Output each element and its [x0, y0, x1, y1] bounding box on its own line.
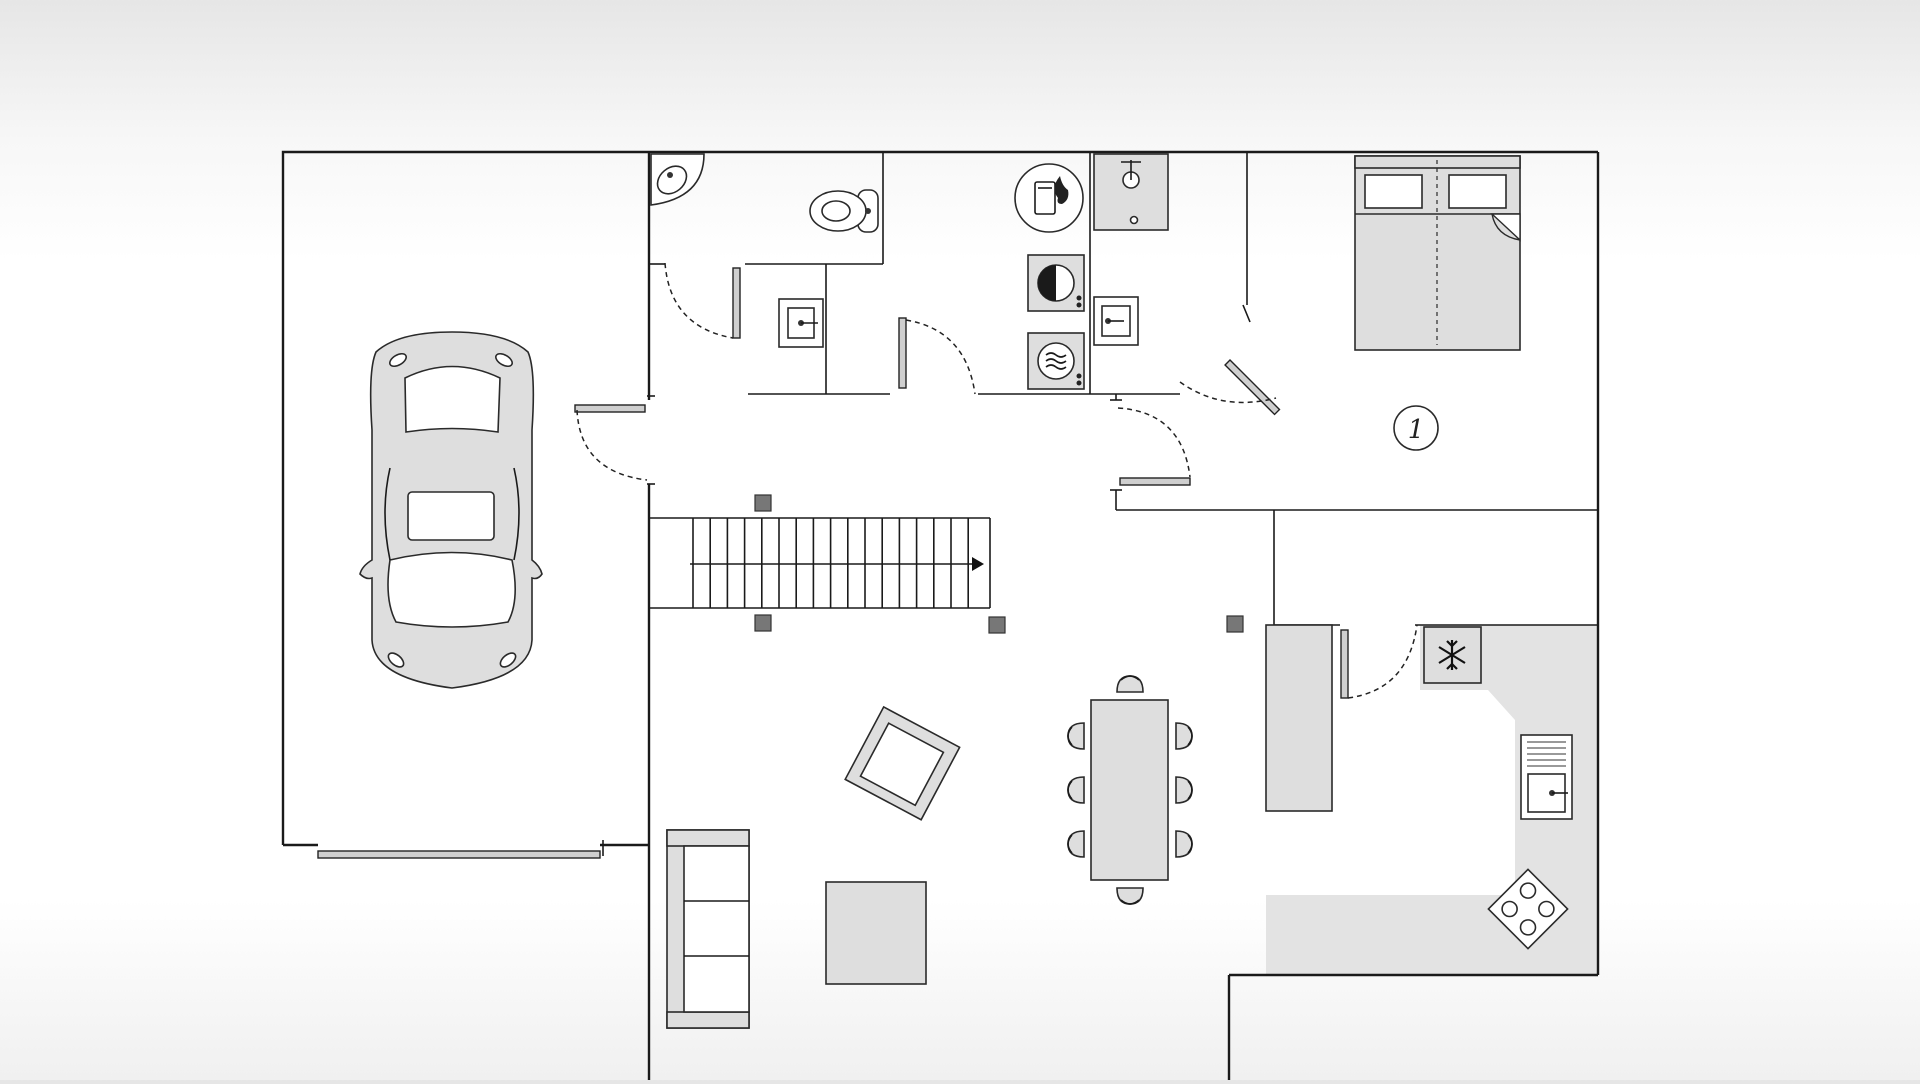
- snowflake-icon: [1438, 640, 1466, 670]
- boiler-flame-icon: [1054, 176, 1069, 204]
- dining-chair: [1175, 830, 1193, 858]
- boiler: [1014, 163, 1084, 233]
- dining-chairs: [1067, 675, 1193, 905]
- shower: [1093, 153, 1169, 231]
- stove-burners-icon: [1487, 868, 1569, 950]
- armchair: [844, 705, 961, 821]
- coffee-table: [825, 881, 927, 985]
- double-bed: [1354, 155, 1521, 351]
- staircase: [692, 518, 970, 608]
- door-bedroom: [1224, 359, 1281, 416]
- pillar: [988, 616, 1006, 634]
- doors: [574, 262, 1418, 699]
- laundry-sink: [1093, 296, 1139, 346]
- dining-chair: [1067, 830, 1085, 858]
- corner-sink: [650, 153, 705, 206]
- walls: [281, 150, 1600, 1080]
- dining-chair: [1116, 887, 1144, 905]
- washing-machine: [1027, 332, 1085, 390]
- stove: [1487, 868, 1569, 950]
- dining-chair: [1175, 722, 1193, 750]
- pillar: [1226, 615, 1244, 633]
- sofa: [666, 829, 750, 1029]
- pillar: [754, 494, 772, 512]
- room-number-marker: 1: [1393, 405, 1439, 451]
- fridge: [1423, 626, 1482, 684]
- dining-chair: [1116, 675, 1144, 693]
- kitchen-sink: [1520, 734, 1573, 820]
- dining-chair: [1067, 722, 1085, 750]
- bathroom-sink: [778, 298, 824, 348]
- dryer: [1027, 254, 1085, 312]
- door-garage: [574, 404, 646, 413]
- pillars: [754, 494, 1244, 634]
- kitchen-island: [1265, 624, 1333, 812]
- dining-table: [1090, 699, 1169, 881]
- door-wc: [732, 267, 741, 339]
- room-number: 1: [1408, 415, 1425, 445]
- car: [359, 331, 543, 689]
- dining-chair: [1067, 776, 1085, 804]
- pillar: [754, 614, 772, 632]
- door-bathroom: [898, 317, 907, 389]
- dining-chair: [1175, 776, 1193, 804]
- door-laundry: [1119, 477, 1191, 486]
- toilet: [809, 189, 879, 233]
- door-kitchen: [1340, 629, 1349, 699]
- stair-arrow: [972, 557, 984, 571]
- garage-door: [317, 840, 604, 859]
